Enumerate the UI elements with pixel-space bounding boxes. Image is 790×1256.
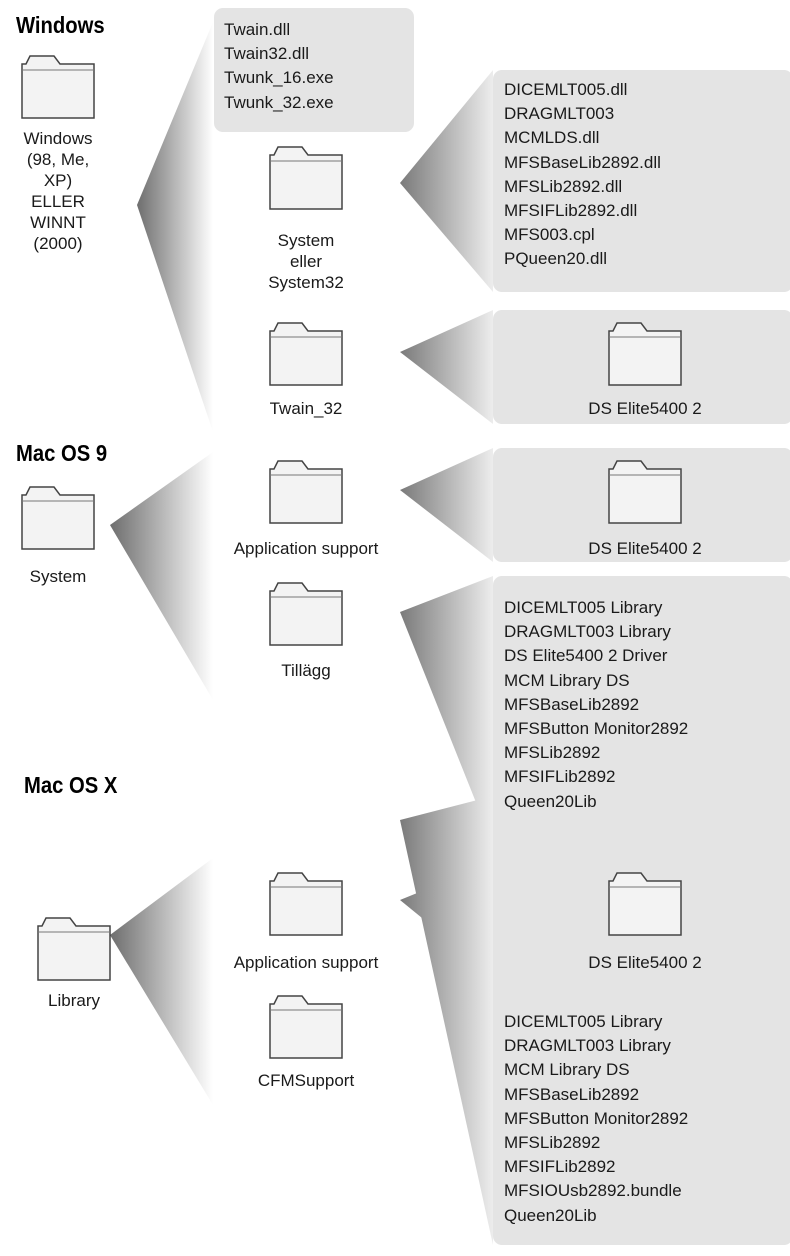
list-item: MFSIFLib2892 [504,767,616,787]
windows-system32-label: System eller System32 [268,231,344,292]
folder-icon [607,317,683,387]
list-item: Queen20Lib [504,791,597,811]
windows-root-label: Windows (98, Me, XP) ELLER WINNT (2000) [23,129,93,253]
list-item: MFSBaseLib2892.dll [504,152,661,172]
folder-icon [607,455,683,525]
list-item: MFSIOUsb2892.bundle [504,1181,682,1201]
list-item: DRAGMLT003 Library [504,1036,671,1056]
list-item: MCM Library DS [504,670,630,690]
folder-icon [268,455,344,525]
list-item: MFSLib2892.dll [504,176,623,196]
list-item: MFSBaseLib2892 [504,1084,640,1104]
wedge-macos9-tillagg [400,576,493,845]
macosx-appsupport-child-label: DS Elite5400 2 [588,953,702,972]
macosx-appsupport-label: Application support [233,953,379,972]
list-item: DRAGMLT003 [504,104,615,124]
list-item: DS Elite5400 2 Driver [504,646,668,666]
windows-twain32-child-label: DS Elite5400 2 [588,399,702,418]
folder-icon [268,867,344,937]
folder-icon [268,990,344,1060]
list-item: MFSIFLib2892 [504,1157,616,1177]
list-item: MFSLib2892 [504,1132,601,1152]
list-item: MCM Library DS [504,1060,630,1080]
windows-root-files-box [214,8,414,132]
macos9-tillagg-label: Tillägg [281,661,331,680]
windows-twain32-label: Twain_32 [269,399,343,418]
macosx-cfmsupport-files-box [493,796,790,1245]
windows-root-files: Twain.dll Twain32.dll Twunk_16.exe Twunk… [224,18,334,115]
wedge-macosx-root [110,858,213,1105]
list-item: Twain32.dll [224,44,310,64]
wedge-macos9-appsupport [400,448,493,562]
macosx-heading: Mac OS X [24,772,118,798]
list-item: MFSLib2892 [504,743,601,763]
wedge-windows-root [137,22,213,432]
wedge-macosx-cfmsupport [400,796,493,1245]
macosx-root-label: Library [48,991,100,1010]
list-item: Twain.dll [224,20,291,39]
folder-icon [268,141,344,211]
wedge-windows-system32 [400,70,493,292]
list-item: MFSButton Monitor2892 [504,1108,689,1128]
list-item: DICEMLT005 Library [504,598,663,617]
folder-icon [268,577,344,647]
list-item: MFSBaseLib2892 [504,694,640,714]
windows-system32-files-box [493,70,790,292]
macos9-tillagg-files: DICEMLT005 Library DRAGMLT003 Library DS… [504,596,688,814]
windows-heading: Windows [16,12,105,38]
list-item: MFSButton Monitor2892 [504,718,689,738]
list-item: DICEMLT005.dll [504,80,628,99]
wedge-windows-twain32 [400,310,493,424]
folder-icon [36,912,112,982]
list-item: DRAGMLT003 Library [504,622,671,642]
macos9-root-label: System [29,567,87,586]
list-item: MCMLDS.dll [504,128,600,148]
folder-icon [20,481,96,551]
list-item: Queen20Lib [504,1205,597,1225]
folder-icon [607,867,683,937]
windows-system32-files: DICEMLT005.dll DRAGMLT003 MCMLDS.dll MFS… [504,78,661,272]
list-item: Twunk_16.exe [224,68,334,88]
list-item: PQueen20.dll [504,249,608,269]
macosx-cfmsupport-files: DICEMLT005 Library DRAGMLT003 Library MC… [504,1010,688,1228]
list-item: DICEMLT005 Library [504,1012,663,1031]
folder-icon [268,317,344,387]
list-item: Twunk_32.exe [224,92,334,112]
macos9-appsupport-label: Application support [233,539,379,558]
wedge-macos9-root [110,452,213,700]
macosx-cfmsupport-label: CFMSupport [257,1071,355,1090]
folder-icon [20,50,96,120]
list-item: MFS003.cpl [504,225,595,245]
macos9-heading: Mac OS 9 [16,440,108,466]
list-item: MFSIFLib2892.dll [504,200,638,220]
macos9-appsupport-child-label: DS Elite5400 2 [588,539,702,558]
